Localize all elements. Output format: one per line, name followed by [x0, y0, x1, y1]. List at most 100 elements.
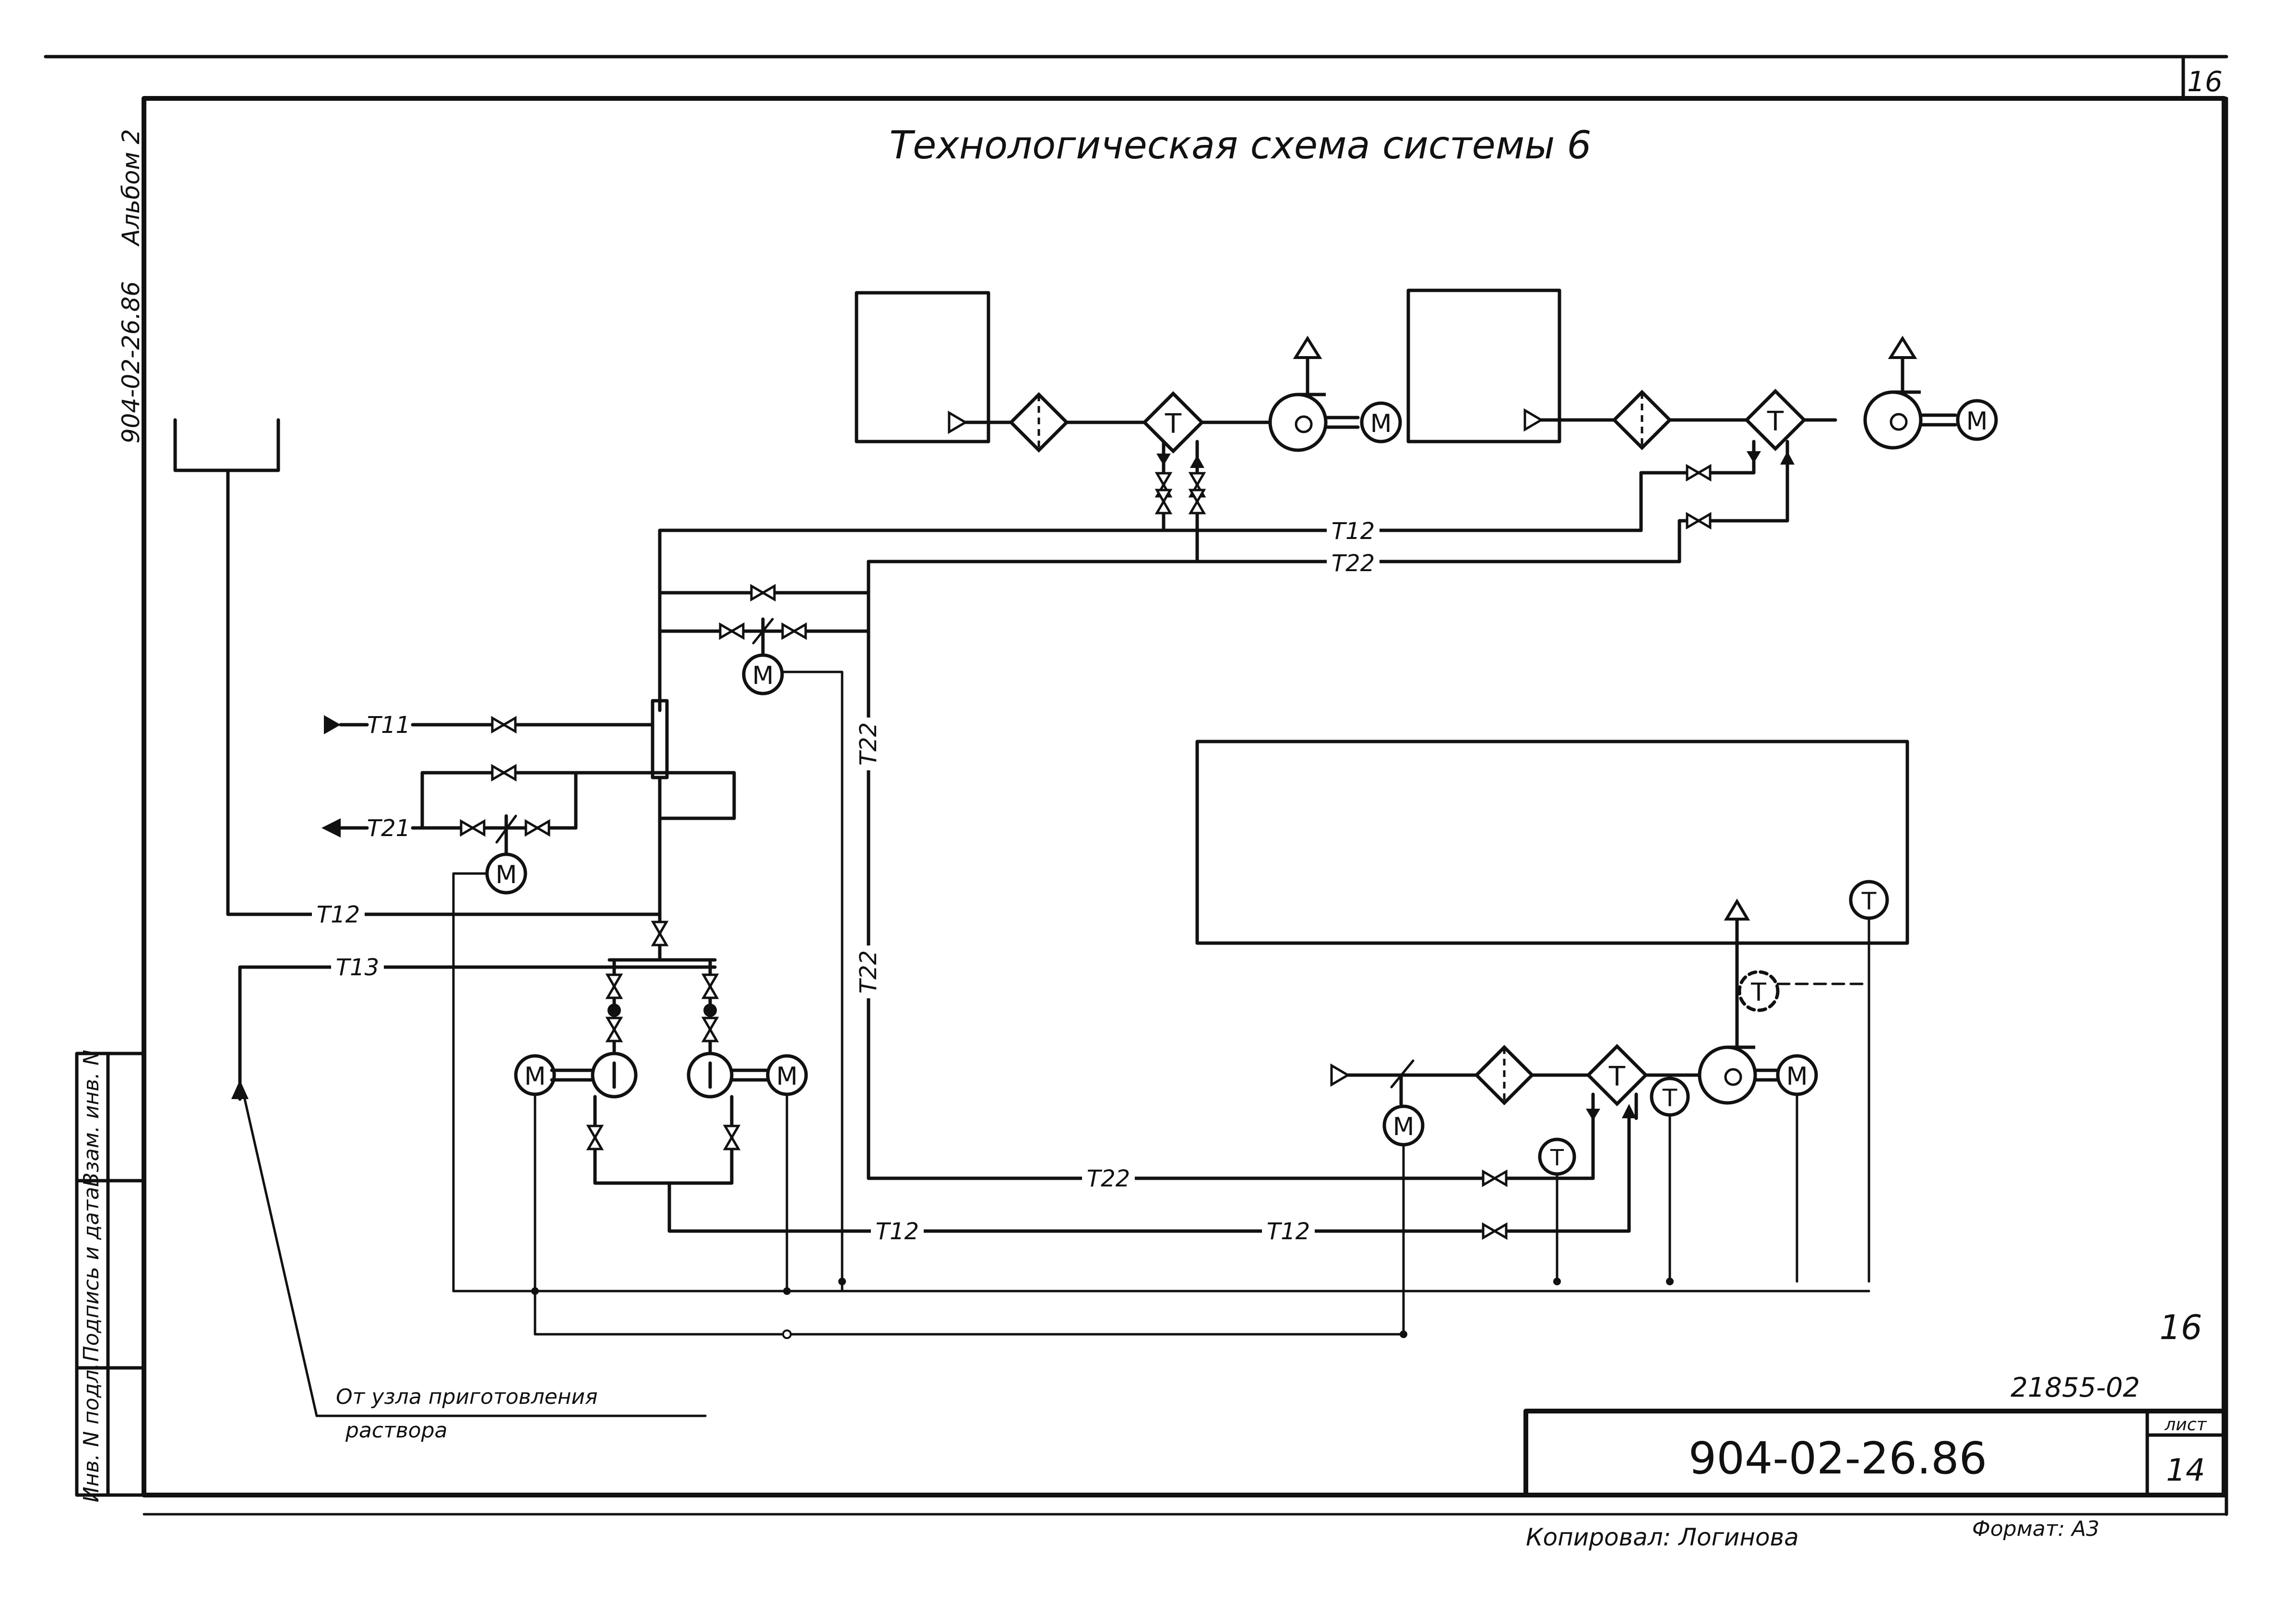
pipe-label-t12-bottom-2: T12	[1267, 1218, 1310, 1245]
fan-icon-2	[1865, 392, 1921, 448]
motor-letter-2: M	[1966, 407, 1988, 436]
valve-icon	[1157, 490, 1170, 513]
side-document-code: 904-02-26.86	[117, 281, 145, 443]
temp-controller-icon	[1737, 970, 1780, 1012]
room-box-2	[1406, 288, 1561, 443]
check-valve-icon	[607, 1004, 621, 1017]
filter-icon-2	[1614, 392, 1670, 448]
valve-icon	[1687, 514, 1710, 527]
damper-motor-letter: M	[1393, 1113, 1415, 1141]
motor-letter-1: M	[1370, 409, 1392, 438]
pump-icon-2	[687, 1052, 734, 1099]
motor-valve-icon	[742, 653, 784, 695]
valve-icon	[1687, 466, 1710, 479]
supply-unit-2: T M	[1406, 288, 1998, 563]
expansion-tank: T12	[173, 418, 662, 928]
heater-letter-1: T	[1165, 408, 1182, 440]
return-arrow-icon	[321, 818, 341, 838]
source-annotation-line2: раствора	[345, 1418, 447, 1443]
exhaust-arrow-icon-1	[1293, 335, 1322, 359]
valve-icon	[1483, 1172, 1506, 1185]
pipe-label-t22-vertical-2: T22	[855, 950, 882, 994]
flow-arrow-icon	[1780, 451, 1795, 465]
title-block: 904-02-26.86 лист 14	[1523, 1409, 2226, 1497]
stamp-inventory-label: Инв. N подл.	[79, 1363, 104, 1503]
source-annotation-line1: От узла приготовления	[336, 1385, 598, 1409]
title-block-sheet-label: лист	[2164, 1415, 2207, 1435]
pipe-label-t21: T21	[367, 815, 410, 842]
flow-arrow-icon	[1747, 451, 1761, 463]
mixing-chamber	[651, 699, 669, 779]
pipe-label-t12-bottom-1: T12	[876, 1218, 919, 1245]
drawing-title: Технологическая схема системы 6	[889, 123, 1591, 168]
check-valve-icon	[703, 1004, 717, 1017]
pipe-label-t12-left: T12	[317, 901, 360, 928]
pump-motor-letter-1: M	[524, 1062, 546, 1091]
filter-icon-3	[1476, 1047, 1532, 1103]
temp-sensor-letter-1: T	[1662, 1084, 1677, 1112]
flow-arrow-icon	[1190, 455, 1204, 468]
pipe-label-t22-vertical-1: T22	[855, 722, 882, 766]
pump-station: T13 M M T12 T12	[231, 905, 1631, 1336]
footer-copied-by: Копировал: Логинова	[1526, 1523, 1799, 1551]
supply-unit-1: T M	[855, 291, 1402, 563]
heater-letter-2: T	[1767, 406, 1784, 437]
source-annotation: От узла приготовления раствора	[243, 1098, 707, 1443]
page-number-right: 16	[2159, 1308, 2202, 1347]
air-inlet-icon-3	[1332, 1065, 1348, 1085]
stamp-signature-label: Подпись и дата	[79, 1187, 104, 1362]
motor-valve-letter-2: M	[496, 861, 517, 889]
pump-motor-letter-2: M	[776, 1062, 798, 1091]
supply-arrow-icon	[324, 715, 341, 734]
title-block-sheet-value: 14	[2166, 1453, 2205, 1488]
valve-icon	[751, 586, 774, 599]
pipe-label-t22-bottom: T22	[1087, 1165, 1130, 1192]
motor-icon-2	[1956, 399, 1998, 441]
valve-icon	[461, 821, 484, 835]
supply-unit-3: M T M T T T T	[1195, 740, 1909, 1336]
valve-icon	[526, 821, 549, 835]
footer-format: Формат: А3	[1972, 1517, 2099, 1541]
flow-arrow-icon	[1622, 1104, 1636, 1118]
pipe-label-t13: T13	[336, 954, 379, 981]
solution-arrow-icon	[231, 1080, 249, 1099]
side-text: Альбом 2 904-02-26.86	[117, 129, 145, 443]
valve-icon	[653, 922, 666, 945]
valve-icon	[1483, 1224, 1506, 1238]
valve-icon	[703, 1018, 717, 1041]
heater-letter-3: T	[1608, 1061, 1626, 1092]
exhaust-arrow-icon-3	[1724, 898, 1750, 921]
flow-arrow-icon	[1586, 1109, 1600, 1121]
stamp-replaced-label: Взам. инв. N	[79, 1050, 104, 1187]
pipe-label-t11: T11	[367, 712, 410, 739]
filter-icon-1	[1011, 395, 1067, 450]
pipe-label-t22-top: T22	[1332, 550, 1375, 577]
air-inlet-icon-2	[1525, 410, 1541, 430]
side-stamp: Инв. N подл. Подпись и дата Взам. инв. N	[75, 1050, 146, 1503]
valve-icon	[492, 766, 515, 779]
room-box-1	[855, 291, 990, 443]
air-inlet-icon-1	[949, 413, 965, 432]
sheet-number-top-box: 16	[2187, 65, 2223, 98]
flow-arrow-icon	[1156, 454, 1171, 466]
valve-icon	[720, 624, 743, 638]
temp-controller-letter: T	[1750, 978, 1766, 1007]
sheet-number-top: 16	[2187, 65, 2223, 98]
pump-icon-1	[591, 1052, 638, 1099]
valve-icon	[725, 1126, 738, 1149]
archive-number: 21855-02	[2010, 1372, 2140, 1403]
fan-icon-1	[1270, 395, 1326, 450]
fan-motor-letter-3: M	[1786, 1062, 1808, 1091]
album-label: Альбом 2	[117, 129, 145, 247]
valve-icon	[1190, 490, 1204, 513]
valve-icon	[607, 1018, 621, 1041]
valve-icon	[607, 975, 621, 998]
motor-icon-1	[1360, 401, 1402, 443]
control-lines	[452, 1278, 1870, 1339]
valve-icon	[492, 718, 515, 731]
temp-sensor-letter-3: T	[1861, 887, 1877, 915]
sheet-frame	[44, 55, 2228, 1516]
left-connections: T11 T21 M	[321, 699, 736, 1293]
motor-valve-letter: M	[752, 661, 774, 690]
